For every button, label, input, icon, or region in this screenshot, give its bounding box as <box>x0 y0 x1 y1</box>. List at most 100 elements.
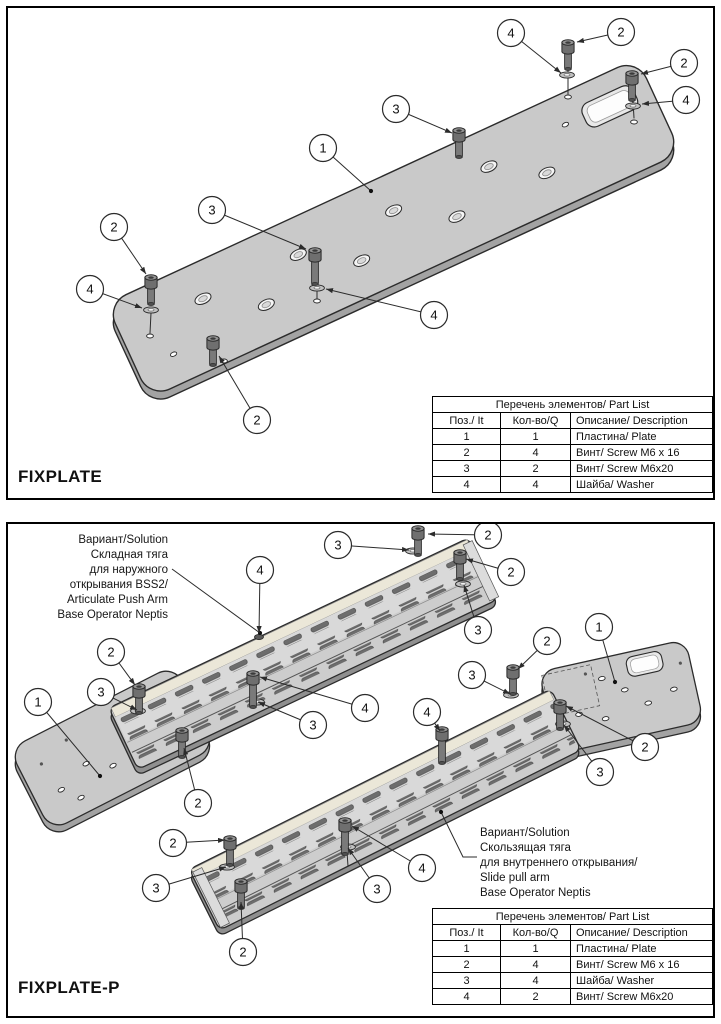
callout-balloon <box>606 17 636 47</box>
callout-number: 2 <box>680 56 687 71</box>
table-cell: 4 <box>500 476 571 493</box>
callout-number: 3 <box>468 668 475 683</box>
annotation-line: Articulate Push Arm <box>67 594 168 606</box>
callout-balloon <box>197 195 227 225</box>
callout-number: 4 <box>418 861 425 876</box>
pilot-hole <box>146 333 154 339</box>
right-plate <box>541 641 702 752</box>
callout-balloon <box>496 18 526 48</box>
table-cell: 2 <box>500 988 571 1005</box>
table-cell: 3 <box>432 460 501 477</box>
callout-leader <box>37 701 103 779</box>
table-cell: Шайба/ Washer <box>570 476 713 493</box>
callout-number: 2 <box>239 945 246 960</box>
callout-balloon <box>362 874 392 904</box>
callout-number: 2 <box>169 836 176 851</box>
annotation-line: Вариант/Solution <box>480 827 570 839</box>
callout-balloon <box>183 788 213 818</box>
callout-balloon <box>584 612 614 642</box>
callout-number: 3 <box>334 538 341 553</box>
table-cell: 2 <box>500 460 571 477</box>
callout-balloon <box>381 94 411 124</box>
callout-balloon <box>96 637 126 667</box>
callout-number: 2 <box>617 25 624 40</box>
callout-number: 3 <box>152 881 159 896</box>
annotation-line: открывания BSS2/ <box>69 579 168 591</box>
table-cell: Винт/ Screw M6x20 <box>570 460 713 477</box>
table-cell: Пластина/ Plate <box>570 428 713 445</box>
page-title: FIXPLATE-P <box>18 978 120 997</box>
callout-balloon <box>75 274 105 304</box>
callout-balloon <box>630 732 660 762</box>
callout-number: 4 <box>86 282 93 297</box>
pilot-hole <box>564 94 572 100</box>
callout-balloon <box>86 677 116 707</box>
washer <box>625 102 641 110</box>
table-cell: 2 <box>432 956 501 973</box>
callout-number: 3 <box>474 623 481 638</box>
callout-number: 4 <box>682 93 689 108</box>
pilot-hole <box>313 298 321 304</box>
callout-leader <box>259 676 366 709</box>
table-title: Перечень элементов/ Part List <box>432 396 713 413</box>
callout-balloon <box>473 524 503 550</box>
callout-number: 4 <box>430 308 437 323</box>
callout-balloon <box>463 615 493 645</box>
callout-balloon <box>585 757 615 787</box>
column-header: Поз./ It <box>432 924 501 941</box>
table-cell: 1 <box>500 428 571 445</box>
callout-balloon <box>242 405 272 435</box>
callout-number: 2 <box>194 796 201 811</box>
washer <box>455 580 471 588</box>
table-cell: Пластина/ Plate <box>570 940 713 957</box>
lower-rail <box>190 690 580 929</box>
annotation-line: Складная тяга <box>90 549 168 561</box>
callout-balloon <box>419 300 449 330</box>
callout-number: 2 <box>507 565 514 580</box>
column-header: Описание/ Description <box>570 924 713 941</box>
table-cell: Винт/ Screw M6x20 <box>570 988 713 1005</box>
callout-number: 1 <box>595 620 602 635</box>
table-cell: 4 <box>500 444 571 461</box>
callout-balloon <box>99 212 129 242</box>
callout-number: 3 <box>97 685 104 700</box>
table-title: Перечень элементов/ Part List <box>432 908 713 925</box>
table-cell: Шайба/ Washer <box>570 972 713 989</box>
washer <box>143 306 159 314</box>
callout-balloon <box>669 48 699 78</box>
callout-balloon <box>141 873 171 903</box>
screw-m6x16 <box>561 39 575 71</box>
callout-number: 2 <box>107 645 114 660</box>
callout-number: 2 <box>110 220 117 235</box>
table-cell: Винт/ Screw M6 x 16 <box>570 956 713 973</box>
column-header: Описание/ Description <box>570 412 713 429</box>
annotation-line: Вариант/Solution <box>78 534 168 546</box>
annotation-line: для внутреннего открывания/ <box>480 857 638 869</box>
callout-balloon <box>671 85 701 115</box>
page-title: FIXPLATE <box>18 467 103 486</box>
callout-number: 1 <box>319 141 326 156</box>
callout-number: 4 <box>361 701 368 716</box>
table-cell: 1 <box>500 940 571 957</box>
callout-number: 3 <box>208 203 215 218</box>
callout-balloon <box>457 660 487 690</box>
annotation-line: Base Operator Neptis <box>480 887 591 899</box>
fixplate-hardware <box>143 39 641 367</box>
column-header: Кол-во/Q <box>500 924 571 941</box>
table-cell: 4 <box>500 956 571 973</box>
